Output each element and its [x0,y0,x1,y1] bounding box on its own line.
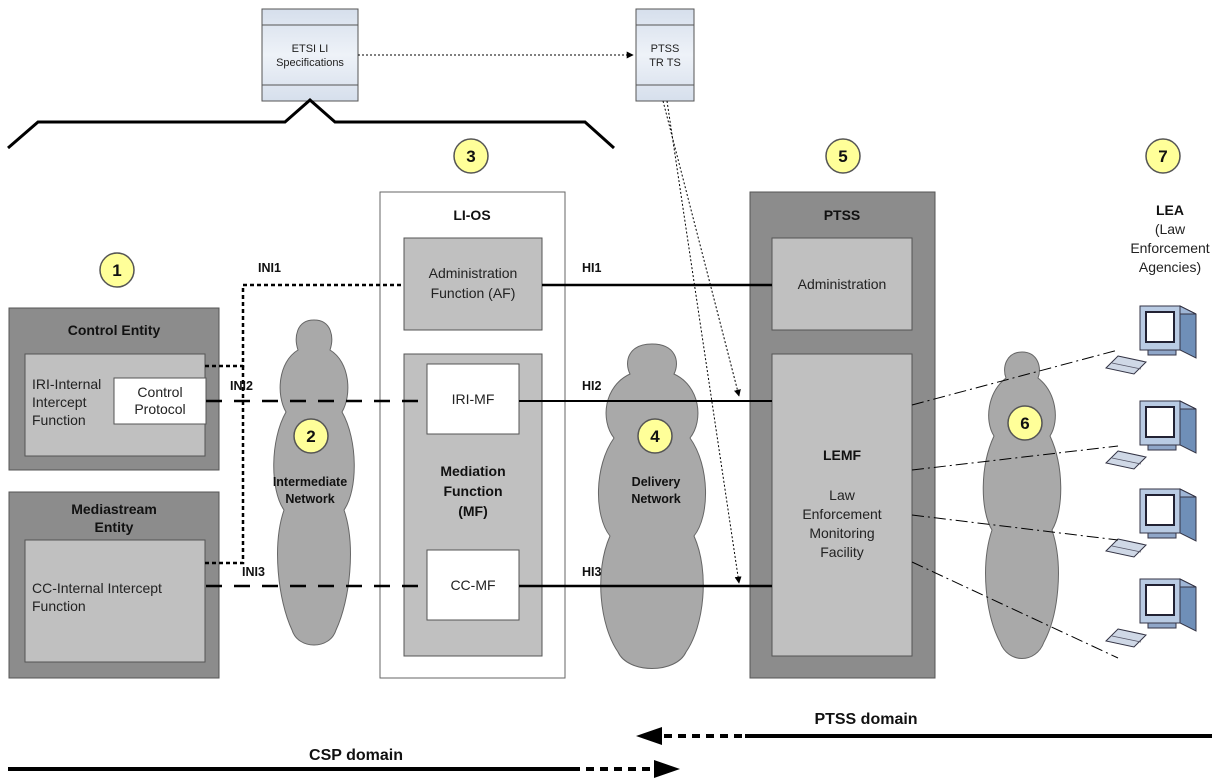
ptss-administration: Administration [798,276,887,292]
control-protocol-line-2: Protocol [134,401,185,417]
intermediate-network-cloud: 2 Intermediate Network [273,319,355,646]
scope-brace [7,98,616,150]
ini3-label: INI3 [242,565,265,579]
mediastream-title-line-2: Entity [95,519,134,535]
svg-text:5: 5 [838,147,847,166]
control-entity-title: Control Entity [68,322,161,338]
marker-2 [293,418,329,454]
etsi-line-1: ETSI LI [292,43,329,55]
control-protocol-line-1: Control [137,384,182,400]
ptss-domain-arrow: PTSS domain [636,711,1212,745]
lea-terminals [1104,305,1197,648]
lea-line-1: (Law [1155,221,1186,237]
marker-5: 5 [825,138,861,174]
mediastream-entity: Mediastream Entity CC-Internal Intercept… [8,491,220,679]
control-entity: Control Entity IRI-Internal Intercept Fu… [8,307,220,471]
ptss-tr-line-1: PTSS [651,43,680,55]
delivery-network-cloud: 4 Delivery Network [597,343,707,669]
ptss-domain-label: PTSS domain [814,711,917,728]
lea-network-cloud: 6 [982,351,1062,659]
csp-domain-arrow: CSP domain [8,747,680,778]
svg-text:7: 7 [1158,147,1167,166]
intermediate-line-2: Network [285,492,334,506]
spec-to-hi3-arrow [666,100,742,584]
marker-1: 1 [99,252,135,288]
lea-terminal-1 [1104,305,1197,375]
mediastream-title-line-1: Mediastream [71,501,157,517]
hi1-label: HI1 [582,261,602,275]
iri-internal-line-3: Function [32,412,86,428]
lea-line-2: Enforcement [1130,240,1209,256]
etsi-line-2: Specifications [276,57,344,69]
af-line-2: Function (AF) [431,285,516,301]
iri-mf-label: IRI-MF [452,391,495,407]
af-line-1: Administration [429,265,518,281]
hi3-label: HI3 [582,565,602,579]
iri-internal-line-1: IRI-Internal [32,376,101,392]
cc-internal-line-1: CC-Internal Intercept [32,580,162,596]
lea-terminal-2 [1104,400,1197,470]
marker-4 [637,418,673,454]
li-os-box: LI-OS Administration Function (AF) IRI-M… [379,191,566,679]
lemf-line-1: Law [829,487,856,503]
etsi-li-specifications-box: ETSI LI Specifications [261,8,359,102]
ptss-title: PTSS [824,207,861,223]
marker-6 [1007,405,1043,441]
svg-text:6: 6 [1020,414,1029,433]
lea-terminal-3 [1104,488,1197,558]
lemf-line-2: Enforcement [802,506,881,522]
delivery-line-2: Network [631,492,680,506]
spec-to-hi2-arrow [662,100,741,397]
mf-line-1: Mediation [440,463,505,479]
ini1-label: INI1 [258,261,281,275]
cc-internal-line-2: Function [32,598,86,614]
intermediate-line-1: Intermediate [273,475,347,489]
svg-text:3: 3 [466,147,475,166]
lea-label: LEA (Law Enforcement Agencies) [1130,202,1209,275]
lemf-line-3: Monitoring [809,525,874,541]
iri-internal-line-2: Intercept [32,394,87,410]
mf-line-2: Function [443,483,502,499]
svg-text:2: 2 [306,427,315,446]
lea-terminal-4 [1104,578,1197,648]
csp-domain-label: CSP domain [309,747,403,764]
svg-text:1: 1 [112,261,121,280]
li-os-title: LI-OS [453,207,490,223]
lemf-to-lea-links [911,349,1119,659]
lea-line-3: Agencies) [1139,259,1201,275]
ini2-label: INI2 [230,379,253,393]
lemf-title: LEMF [823,447,862,463]
svg-text:4: 4 [650,427,660,446]
ptss-tr-ts-box: PTSS TR TS [635,8,695,102]
cc-mf-label: CC-MF [450,577,495,593]
hi2-label: HI2 [582,379,602,393]
ini1-line [205,283,404,368]
lemf-line-4: Facility [820,544,864,560]
ptss-tr-line-2: TR TS [649,57,681,69]
delivery-line-1: Delivery [632,475,681,489]
ptss-box: PTSS Administration LEMF Law Enforcement… [749,191,936,679]
lea-title: LEA [1156,202,1184,218]
marker-7: 7 [1145,138,1181,174]
marker-3: 3 [453,138,489,174]
mf-line-3: (MF) [458,503,488,519]
ini1-line-lower [205,366,245,565]
